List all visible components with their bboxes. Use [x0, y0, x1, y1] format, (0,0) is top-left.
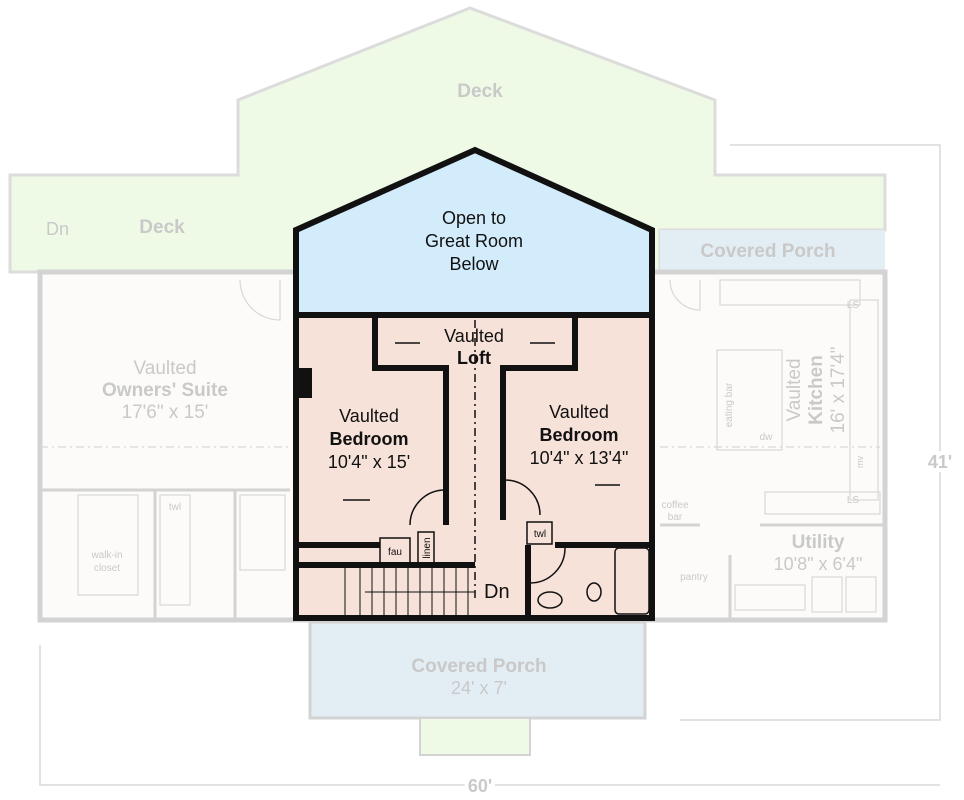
faded-walls [40, 279, 885, 620]
deck-top-label: Deck [457, 81, 503, 102]
bedroom1-size: 10'4" x 15' [328, 452, 410, 472]
deck-left-label: Deck [139, 217, 185, 238]
ls-label-2: LS [847, 495, 860, 506]
coffee-label: coffee [661, 500, 688, 511]
pantry-label: pantry [680, 572, 708, 583]
owners-suite-label-2: Owners' Suite [102, 380, 228, 401]
bedroom2-label-2: Bedroom [539, 425, 618, 445]
bedroom2-size: 10'4" x 13'4" [530, 448, 629, 468]
loft-label-1: Vaulted [444, 326, 504, 346]
bar-label: bar [668, 512, 683, 523]
porch-steps [419, 717, 531, 756]
dimension-lines [39, 144, 941, 786]
dn-stairs-label: Dn [484, 581, 510, 603]
upper-interior-walls [296, 315, 652, 618]
covered-porch-bottom-label: Covered Porch [411, 656, 546, 677]
owners-suite-size: 17'6" x 15' [122, 402, 209, 423]
walkin-label: walk-in [90, 550, 122, 561]
eating-bar-label: eating bar [724, 382, 735, 427]
dw-label: dw [760, 432, 774, 443]
bedroom2-label-1: Vaulted [549, 402, 609, 422]
open-to-below-label: Open to [442, 208, 506, 228]
dn-left-label: Dn [46, 219, 69, 239]
twl-upper-label: twl [534, 529, 546, 540]
bedroom1-label-2: Bedroom [329, 429, 408, 449]
covered-porch-right-label: Covered Porch [700, 241, 835, 262]
kitchen-size: 16' x 17'4" [828, 347, 849, 434]
bedroom1-label-1: Vaulted [339, 406, 399, 426]
fau-label: fau [388, 547, 402, 558]
owners-suite-label-1: Vaulted [133, 358, 196, 379]
covered-porch-bottom-size: 24' x 7' [451, 678, 507, 698]
utility-label: Utility [792, 532, 845, 553]
depth-dimension: 41' [928, 452, 952, 472]
open-to-below-label-2: Great Room [425, 231, 523, 251]
loft-label-2: Loft [457, 348, 491, 368]
width-dimension: 60' [468, 776, 492, 796]
kitchen-label-1: Vaulted [784, 358, 805, 421]
mv-label: mv [855, 456, 865, 468]
utility-size: 10'8" x 6'4" [774, 554, 863, 574]
upper-floor-walls [293, 146, 655, 621]
kitchen-label-2: Kitchen [806, 355, 827, 425]
ls-label-1: LS [847, 300, 860, 311]
covered-porch-right [660, 230, 885, 270]
twl-main-label: twl [169, 502, 181, 513]
linen-label: linen [422, 537, 433, 558]
open-to-below-label-3: Below [449, 254, 499, 274]
closet-label: closet [94, 563, 120, 574]
covered-porch-bottom [308, 620, 647, 720]
